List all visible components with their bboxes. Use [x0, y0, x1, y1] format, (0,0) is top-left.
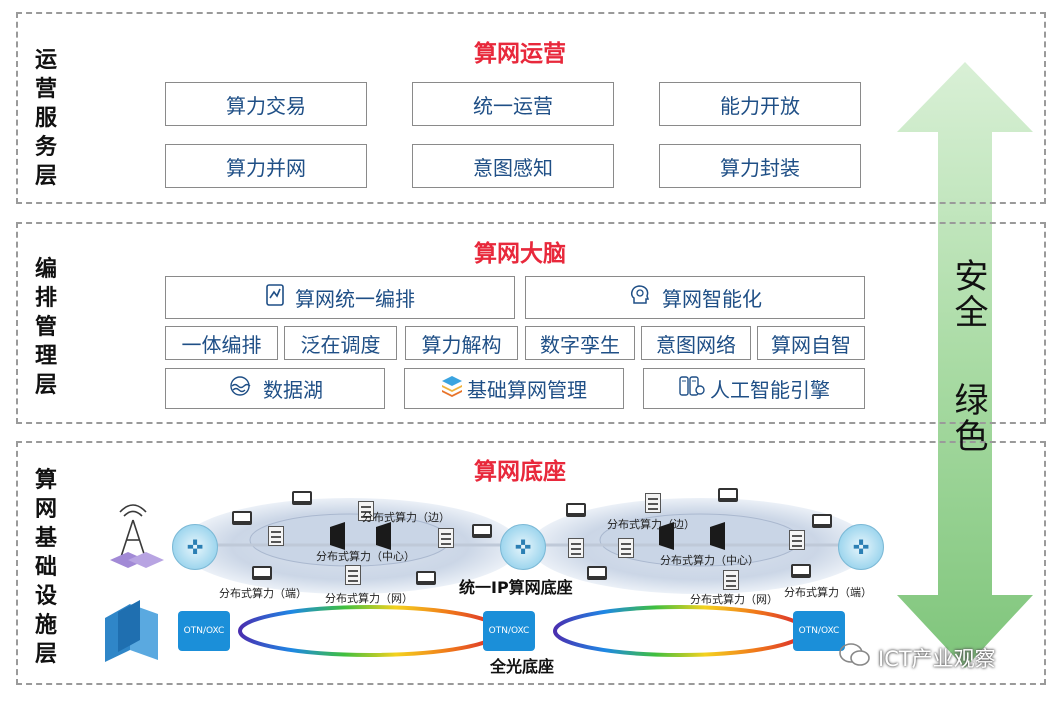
infra-layer-title: 算网底座 — [474, 459, 566, 485]
ai-head-icon — [628, 283, 652, 312]
box-intelligence: 算网智能化 — [525, 276, 865, 319]
server-icon — [618, 538, 634, 558]
edge-compute-label: 分布式算力（边） — [362, 511, 450, 524]
optical-base-label: 全光底座 — [490, 657, 555, 676]
router-center-icon — [500, 524, 546, 570]
server-icon — [268, 526, 284, 546]
server-icon — [789, 530, 805, 550]
router-right-icon — [838, 524, 884, 570]
otn-node-right: OTN/OXC — [793, 611, 845, 651]
server-icon — [345, 565, 361, 585]
terminal-laptop-icon — [232, 511, 252, 525]
terminal-laptop-icon — [718, 488, 738, 502]
security-text: 安全 — [948, 258, 988, 330]
network-compute-label: 分布式算力（网） — [325, 592, 413, 605]
box-unified-ops: 统一运营 — [412, 82, 614, 126]
ai-engine-icon — [678, 374, 706, 403]
center-compute-label: 分布式算力（中心） — [316, 550, 415, 563]
ops-service-layer — [16, 12, 1046, 204]
ops-layer-label: 运营服务层 — [34, 48, 57, 189]
watermark: ICT产业观察 — [838, 641, 996, 674]
wechat-icon — [838, 641, 872, 674]
security-label: 安全 — [938, 258, 998, 330]
terminal-laptop-icon — [812, 514, 832, 528]
box-data-lake: 数据湖 — [165, 368, 385, 409]
green-label: 绿色 — [938, 382, 998, 454]
box-compute-merge: 算力并网 — [165, 144, 367, 188]
box-basic-mgmt-label: 基础算网管理 — [467, 378, 587, 402]
infra-layer-label: 算网基础设施层 — [34, 468, 57, 667]
watermark-text: ICT产业观察 — [878, 646, 996, 671]
box-capability-open: 能力开放 — [659, 82, 861, 126]
orch-layer-title: 算网大脑 — [474, 241, 566, 267]
terminal-laptop-icon — [252, 566, 272, 580]
green-text: 绿色 — [948, 382, 988, 454]
ip-base-label: 统一IP算网底座 — [459, 578, 573, 597]
router-left-icon — [172, 524, 218, 570]
infra-layer — [16, 441, 1046, 685]
terminal-laptop-icon — [791, 564, 811, 578]
ops-layer-title: 算网运营 — [474, 41, 566, 67]
box-compute-package: 算力封装 — [659, 144, 861, 188]
server-icon — [645, 493, 661, 513]
otn-node-center: OTN/OXC — [483, 611, 535, 651]
box-intent-network: 意图网络 — [641, 326, 751, 360]
chart-doc-icon — [265, 283, 285, 312]
server-icon — [568, 538, 584, 558]
otn-node-left: OTN/OXC — [178, 611, 230, 651]
box-intelligence-label: 算网智能化 — [662, 287, 762, 311]
box-ai-engine: 人工智能引擎 — [643, 368, 865, 409]
center-compute-label-2: 分布式算力（中心） — [660, 554, 759, 567]
data-lake-icon — [227, 375, 253, 402]
box-integrated-orch: 一体编排 — [165, 326, 278, 360]
box-autonomous-net: 算网自智 — [757, 326, 865, 360]
terminal-compute-label: 分布式算力（端） — [219, 587, 307, 600]
layers-stack-icon — [441, 374, 463, 403]
terminal-laptop-icon — [587, 566, 607, 580]
box-unified-orchestration: 算网统一编排 — [165, 276, 515, 319]
box-compute-trading: 算力交易 — [165, 82, 367, 126]
edge-compute-label-2: 分布式算力（边） — [607, 518, 695, 531]
server-icon — [358, 501, 374, 521]
terminal-laptop-icon — [472, 524, 492, 538]
network-compute-label-2: 分布式算力（网） — [690, 593, 778, 606]
box-unified-orchestration-label: 算网统一编排 — [295, 287, 415, 311]
box-basic-mgmt: 基础算网管理 — [404, 368, 624, 409]
orch-mgmt-layer — [16, 222, 1046, 424]
box-data-lake-label: 数据湖 — [263, 378, 323, 402]
orch-layer-label: 编排管理层 — [34, 257, 57, 398]
box-compute-deconstruct: 算力解构 — [405, 326, 518, 360]
terminal-laptop-icon — [292, 491, 312, 505]
box-digital-twin: 数字孪生 — [525, 326, 635, 360]
box-ai-engine-label: 人工智能引擎 — [710, 378, 830, 402]
terminal-laptop-icon — [566, 503, 586, 517]
box-ubiquitous-sched: 泛在调度 — [284, 326, 397, 360]
terminal-compute-label-2: 分布式算力（端） — [784, 586, 872, 599]
server-icon — [438, 528, 454, 548]
terminal-laptop-icon — [416, 571, 436, 585]
server-icon — [723, 570, 739, 590]
box-intent-sense: 意图感知 — [412, 144, 614, 188]
